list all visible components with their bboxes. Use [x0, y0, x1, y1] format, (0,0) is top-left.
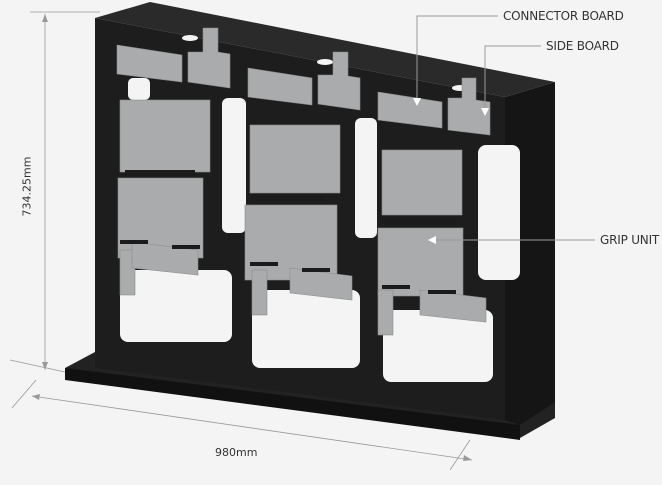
board-slots [120, 170, 456, 294]
connector-board [116, 44, 183, 83]
connector-board [247, 67, 313, 106]
base-plate-front [65, 368, 520, 440]
callout-arrows [413, 98, 489, 244]
grip-unit [377, 227, 464, 297]
callout-connector-board: CONNECTOR BOARD [503, 9, 624, 23]
frame-top [95, 2, 555, 97]
connector-board [289, 267, 353, 301]
side-board [187, 27, 231, 89]
callout-side-board: SIDE BOARD [546, 39, 619, 53]
connector-board [419, 289, 487, 323]
boards [116, 27, 491, 336]
grip-unit [249, 124, 341, 194]
callout-grip-unit: GRIP UNIT [600, 233, 660, 247]
width-dimension: 980mm [215, 446, 258, 459]
dimension-lines [9, 11, 473, 471]
grip-unit [381, 149, 463, 216]
height-dimension: 734.25mm [20, 156, 34, 217]
dimension-arrows [32, 14, 472, 461]
side-board [447, 77, 491, 136]
grip-unit [244, 204, 338, 281]
grip-unit [119, 99, 211, 173]
side-board [317, 51, 361, 111]
callout-leaders [416, 15, 595, 241]
